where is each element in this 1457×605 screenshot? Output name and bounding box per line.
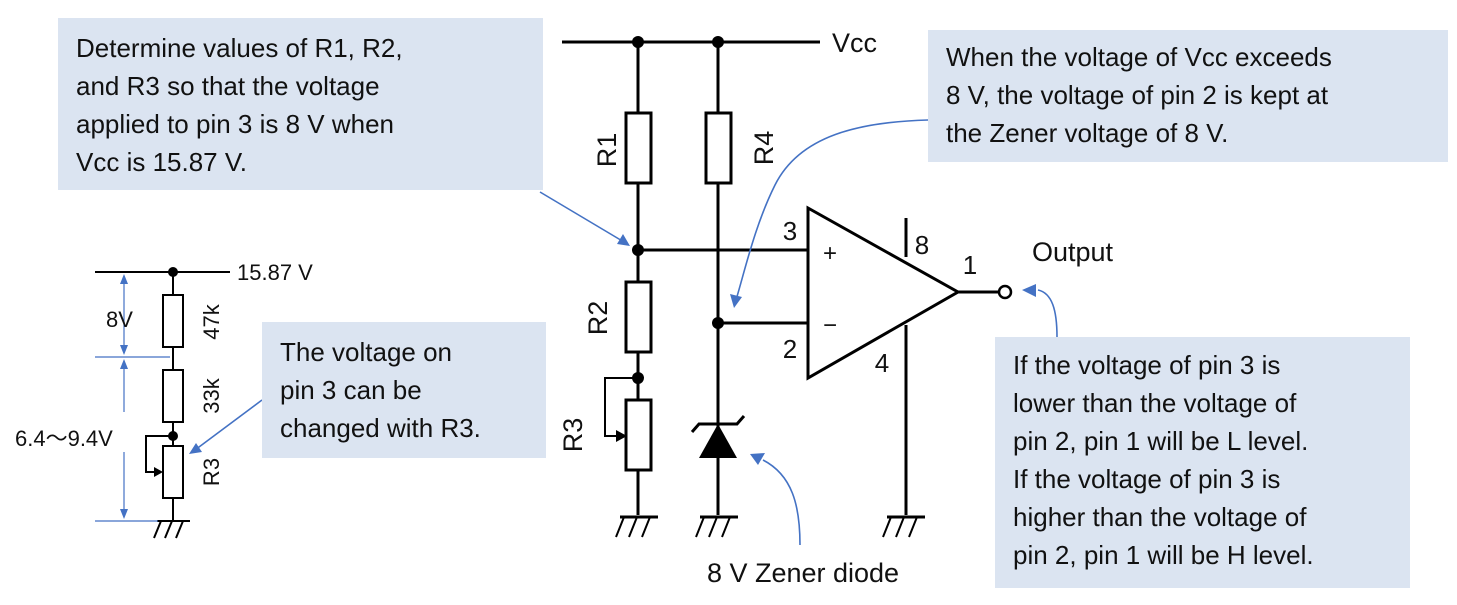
r-33k-resistor [162, 369, 184, 423]
r-47k-label: 47k [199, 303, 224, 339]
arrow-to-r3-head [189, 443, 202, 454]
r3-variable-resistor [624, 398, 653, 472]
divider-circuit: 15.87 V 47k 33k R3 8V 6.4～9.4V [15, 260, 313, 539]
r3-divider-label: R3 [199, 458, 224, 486]
op-amp-minus: − [823, 312, 837, 339]
pin4-number: 4 [875, 348, 889, 378]
r4-label: R4 [749, 131, 779, 166]
main-circuit: Vcc R1 R2 R3 R4 3 2 + − [558, 28, 1113, 588]
pin8-number: 8 [915, 230, 929, 260]
zener-diode-icon [699, 424, 737, 458]
op-amp-plus: + [823, 240, 837, 267]
dim-top-arrow-head-up [120, 274, 128, 284]
output-terminal [997, 284, 1013, 300]
ground-right-icon [882, 516, 918, 538]
zener-diode-bar [690, 415, 746, 433]
callout-pin3-adjust: The voltage on pin 3 can be changed with… [262, 322, 546, 458]
arrow-to-output [1037, 289, 1058, 338]
zener-diode-label: 8 V Zener diode [707, 558, 899, 588]
ground-middle-icon [695, 516, 731, 538]
pin2-number: 2 [783, 334, 797, 364]
r3-wiper-arrow [616, 430, 627, 442]
divider-range-label: 6.4～9.4V [15, 426, 113, 451]
arrow-to-pin2-node [735, 119, 929, 301]
arrow-to-output-head [1022, 284, 1036, 297]
r1-resistor [624, 111, 653, 185]
callout-determine-values: Determine values of R1, R2, and R3 so th… [58, 18, 543, 190]
pin3-number: 3 [783, 216, 797, 246]
op-amp-triangle [806, 205, 962, 381]
arrow-to-zener-head [750, 453, 765, 465]
r3-wiper [604, 377, 638, 437]
r4-resistor [704, 111, 733, 185]
r3-divider-wiper-arrow [154, 467, 163, 477]
ground-left-icon [615, 516, 651, 538]
pin1-number: 1 [963, 250, 977, 280]
r-33k-label: 33k [199, 377, 224, 413]
r2-label: R2 [583, 301, 613, 336]
divider-drop-label: 8V [106, 307, 133, 332]
r1-label: R1 [592, 133, 622, 168]
output-label: Output [1032, 237, 1114, 267]
dim-top-arrow-head-down [120, 345, 128, 355]
r3-divider-wiper [145, 435, 173, 473]
r-47k-resistor [162, 294, 184, 348]
r3-label: R3 [558, 418, 588, 453]
arrow-to-r3 [194, 399, 263, 451]
callout-zener-voltage: When the voltage of Vcc exceeds 8 V, the… [928, 30, 1448, 162]
dim-range-arrow-head-down [120, 509, 128, 519]
divider-ground-icon [153, 520, 184, 539]
arrow-to-pin2-node-head [730, 294, 742, 308]
divider-supply-label: 15.87 V [237, 260, 313, 285]
arrow-to-pin3-node [539, 191, 625, 243]
dim-range-arrow-head-up [120, 359, 128, 369]
r3-divider-resistor [162, 445, 184, 499]
arrow-to-zener [762, 459, 801, 546]
vcc-label: Vcc [832, 28, 877, 58]
annotation-arrows [189, 119, 1058, 546]
callout-output-rule: If the voltage of pin 3 is lower than th… [995, 337, 1410, 588]
r2-resistor [624, 280, 653, 354]
arrow-to-pin3-node-head [617, 234, 630, 246]
